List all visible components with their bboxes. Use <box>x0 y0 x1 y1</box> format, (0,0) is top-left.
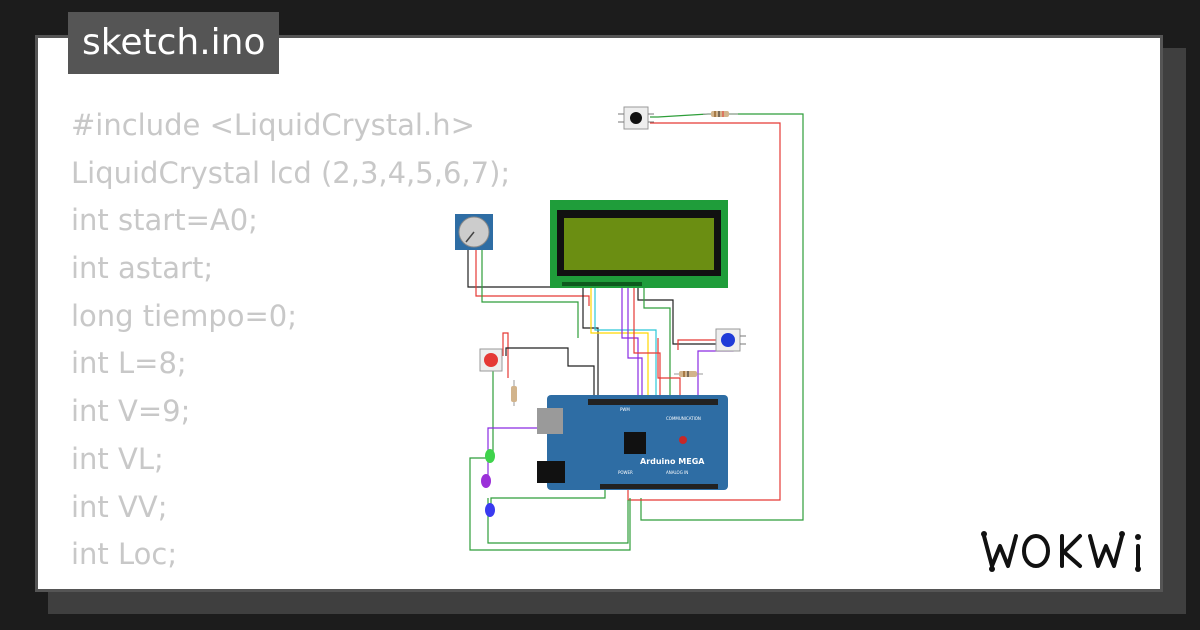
wire-black <box>467 250 583 288</box>
code-line: LiquidCrystal lcd (2,3,4,5,6,7); <box>71 155 511 190</box>
resistor <box>511 380 517 406</box>
code-line: int Loc; <box>71 537 178 572</box>
led-blue <box>485 503 495 517</box>
board-analog-label: ANALOG IN <box>666 470 688 475</box>
wokwi-logo <box>981 531 1141 572</box>
wire-black <box>505 347 595 396</box>
led-green <box>485 449 495 463</box>
wire-red <box>475 250 590 306</box>
wire-red <box>677 339 719 350</box>
resistor <box>703 111 738 117</box>
led-purple <box>481 474 491 488</box>
wire-red <box>657 338 681 406</box>
code-line: long tiempo=0; <box>71 298 297 333</box>
wire-red <box>633 288 661 406</box>
pushbutton-black[interactable] <box>618 106 654 130</box>
resistor <box>674 371 703 377</box>
code-line: #include <LiquidCrystal.h> <box>71 108 475 142</box>
code-line: int L=8; <box>71 346 187 381</box>
code-editor: #include <LiquidCrystal.h> LiquidCrystal … <box>71 102 511 589</box>
code-line: int VV; <box>71 489 168 524</box>
board-pwm-label: PWM <box>620 407 630 412</box>
wire-purple <box>627 288 643 406</box>
file-tab[interactable]: sketch.ino <box>68 12 280 74</box>
preview-card: #include <LiquidCrystal.h> LiquidCrystal … <box>35 35 1163 592</box>
code-line: int Vis; <box>71 579 510 589</box>
board-name: Arduino MEGA <box>640 457 705 466</box>
wire-cyan <box>594 288 657 406</box>
wire-red <box>627 122 781 501</box>
wire-green <box>487 498 629 544</box>
wire-green <box>481 250 579 338</box>
code-line: int VL; <box>71 441 164 476</box>
pushbutton-red[interactable] <box>479 348 503 372</box>
wire-black <box>637 288 716 345</box>
circuit-diagram: COMMUNICATION PWM Arduino MEGA POWER ANA… <box>455 106 804 551</box>
arduino-mega-board[interactable]: COMMUNICATION PWM Arduino MEGA POWER ANA… <box>537 395 728 490</box>
code-line: int V=9; <box>71 394 191 429</box>
pushbutton-blue[interactable] <box>715 328 746 352</box>
code-line: int start=A0; <box>71 203 258 238</box>
wire-purple <box>621 288 639 406</box>
wire-yellow <box>590 288 649 406</box>
wire-green <box>640 113 804 521</box>
potentiometer[interactable] <box>455 214 493 250</box>
wire-red <box>502 332 509 378</box>
board-communication-label: COMMUNICATION <box>666 416 701 421</box>
lcd-display[interactable] <box>550 200 728 288</box>
code-line: int astart; <box>71 251 214 286</box>
board-power-label: POWER <box>618 470 633 475</box>
